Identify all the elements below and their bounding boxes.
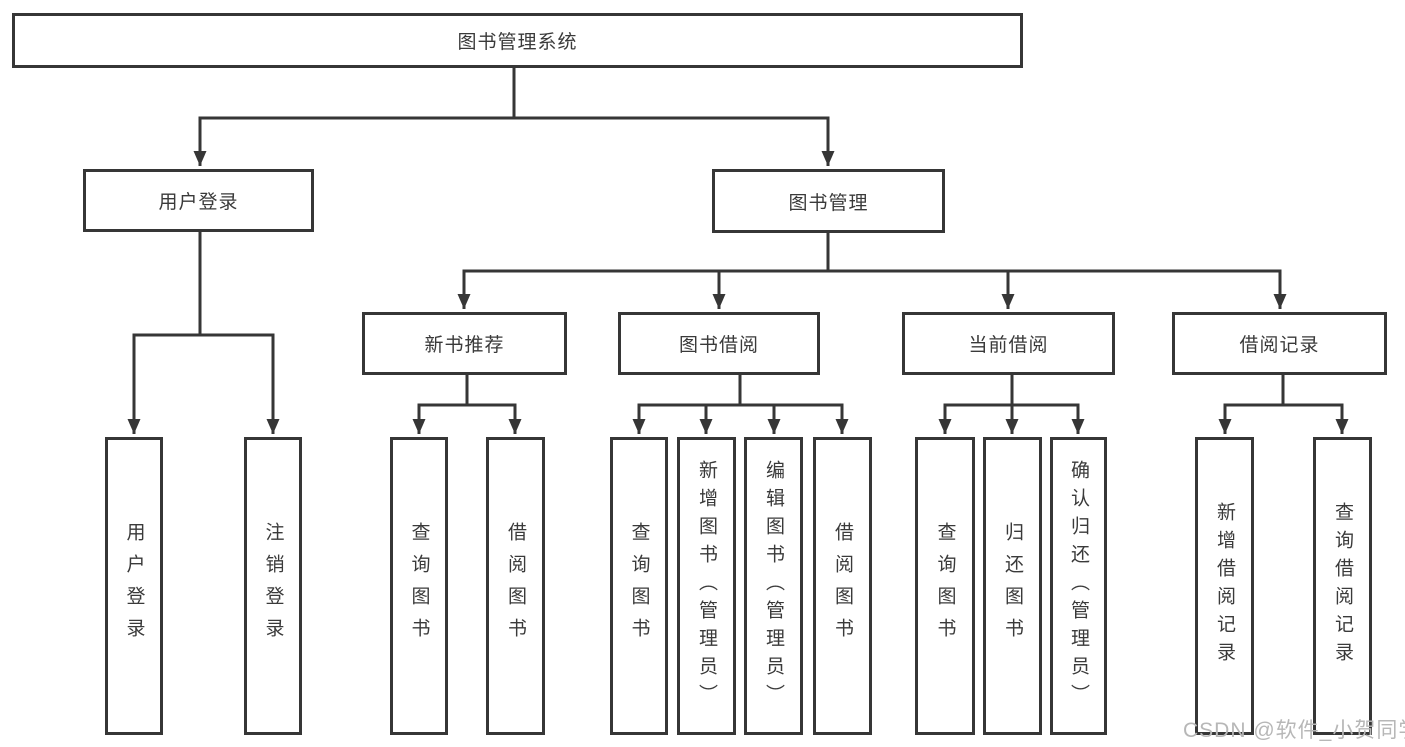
leaf-user-login: 用户登录 <box>105 437 163 735</box>
leaf-query-borrow-record: 查询借阅记录 <box>1313 437 1372 735</box>
leaf-confirm-return-admin-label: 确认归还（管理员） <box>1068 460 1089 712</box>
node-book-management-label: 图书管理 <box>788 192 869 214</box>
leaf-add-borrow-record: 新增借阅记录 <box>1195 437 1254 735</box>
leaf-borrow-books-label: 借阅图书 <box>832 522 853 650</box>
leaf-user-login-label: 用户登录 <box>123 522 145 650</box>
node-user-login-label: 用户登录 <box>158 192 239 213</box>
leaf-logout: 注销登录 <box>244 437 302 735</box>
node-root-system: 图书管理系统 <box>12 13 1023 68</box>
leaf-borrow-books-recommend-label: 借阅图书 <box>505 522 526 650</box>
leaf-confirm-return-admin: 确认归还（管理员） <box>1050 437 1107 735</box>
leaf-query-books-current-label: 查询图书 <box>934 522 956 650</box>
leaf-logout-label: 注销登录 <box>262 522 284 650</box>
node-current-borrowing: 当前借阅 <box>902 312 1115 375</box>
node-borrow-records: 借阅记录 <box>1172 312 1387 375</box>
leaf-query-books-borrowing-label: 查询图书 <box>628 522 650 650</box>
leaf-query-books-borrowing: 查询图书 <box>610 437 668 735</box>
node-book-borrowing: 图书借阅 <box>618 312 820 375</box>
node-book-borrowing-label: 图书借阅 <box>678 335 759 356</box>
node-current-borrowing-label: 当前借阅 <box>968 335 1049 356</box>
leaf-borrow-books: 借阅图书 <box>813 437 872 735</box>
node-root-system-label: 图书管理系统 <box>457 32 578 53</box>
csdn-watermark: CSDN @软件_小贺同学 <box>1183 719 1405 742</box>
leaf-query-borrow-record-label: 查询借阅记录 <box>1332 502 1353 670</box>
leaf-edit-book-admin: 编辑图书（管理员） <box>744 437 803 735</box>
node-new-book-recommend-label: 新书推荐 <box>424 335 505 356</box>
leaf-borrow-books-recommend: 借阅图书 <box>486 437 545 735</box>
leaf-return-book: 归还图书 <box>983 437 1042 735</box>
leaf-add-book-admin-label: 新增图书（管理员） <box>696 460 717 712</box>
leaf-add-book-admin: 新增图书（管理员） <box>677 437 736 735</box>
node-book-management: 图书管理 <box>712 169 945 233</box>
leaf-return-book-label: 归还图书 <box>1002 522 1023 650</box>
leaf-query-books-recommend-label: 查询图书 <box>408 522 430 650</box>
leaf-add-borrow-record-label: 新增借阅记录 <box>1214 502 1235 670</box>
node-borrow-records-label: 借阅记录 <box>1239 335 1320 356</box>
leaf-edit-book-admin-label: 编辑图书（管理员） <box>763 460 784 712</box>
node-new-book-recommend: 新书推荐 <box>362 312 567 375</box>
leaf-query-books-recommend: 查询图书 <box>390 437 448 735</box>
node-user-login: 用户登录 <box>83 169 314 232</box>
leaf-query-books-current: 查询图书 <box>915 437 975 735</box>
